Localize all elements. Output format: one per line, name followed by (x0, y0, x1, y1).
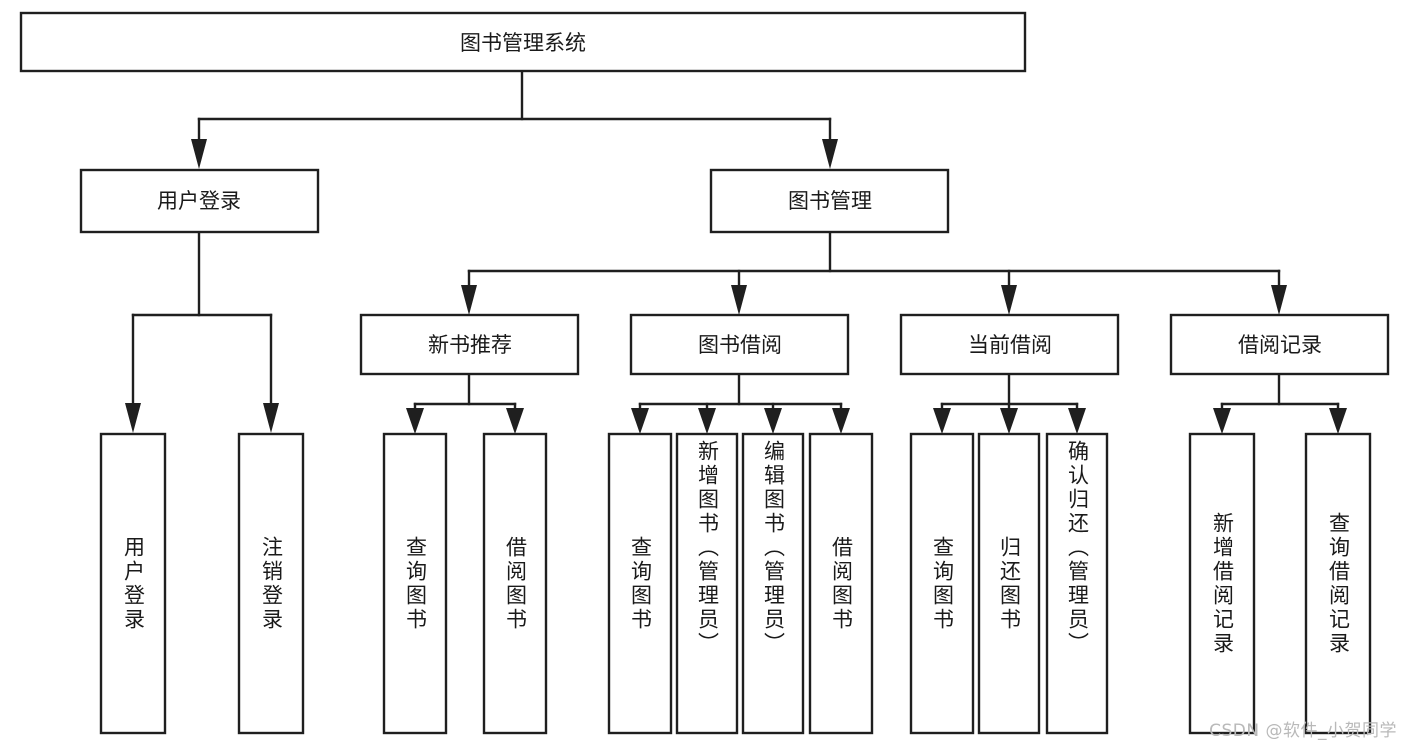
node-leaf-borrow-book-2-box[interactable] (808, 432, 874, 735)
arrow-to-borrow-record (1271, 285, 1287, 315)
node-leaf-query-book-1-box[interactable] (382, 432, 448, 735)
arrow-to-leaf-query-record (1329, 408, 1347, 434)
node-book-borrow-box[interactable] (629, 313, 850, 376)
node-new-book-rec-label: 新书推荐 (428, 333, 512, 357)
arrow-to-leaf-borrow-book-1 (506, 408, 524, 434)
arrow-to-current-borrow (1001, 285, 1017, 315)
node-root-label: 图书管理系统 (460, 31, 586, 55)
connector-group (125, 69, 1347, 434)
node-leaf-query-book-3-box[interactable] (909, 432, 975, 735)
node-current-borrow-box[interactable] (899, 313, 1120, 376)
arrow-to-leaf-query-book-3 (933, 408, 951, 434)
node-leaf-query-book-2-box[interactable] (607, 432, 673, 735)
arrow-to-book-manage (822, 139, 838, 169)
arrow-to-leaf-add-record (1213, 408, 1231, 434)
node-book-manage-box[interactable] (709, 168, 950, 234)
node-leaf-user-login-box[interactable] (99, 432, 167, 735)
node-leaf-edit-book-box[interactable] (741, 432, 805, 735)
node-leaf-add-book-box[interactable] (675, 432, 739, 735)
arrow-to-leaf-edit-book (764, 408, 782, 434)
node-new-book-rec-box[interactable] (359, 313, 580, 376)
node-root-box[interactable] (19, 11, 1027, 73)
node-leaf-confirm-return-box[interactable] (1045, 432, 1109, 735)
node-book-manage[interactable]: 图书管理 (709, 168, 950, 234)
node-current-borrow[interactable]: 当前借阅 (899, 313, 1120, 376)
arrow-to-leaf-borrow-book-2 (832, 408, 850, 434)
arrow-to-book-borrow (731, 285, 747, 315)
node-borrow-record-box[interactable] (1169, 313, 1390, 376)
node-book-borrow[interactable]: 图书借阅 (629, 313, 850, 376)
arrow-to-leaf-query-book-1 (406, 408, 424, 434)
node-leaf-logout-box[interactable] (237, 432, 305, 735)
node-leaf-return-book-box[interactable] (977, 432, 1041, 735)
node-borrow-record-label: 借阅记录 (1238, 333, 1322, 357)
arrow-to-leaf-confirm-return (1068, 408, 1086, 434)
node-user-login[interactable]: 用户登录 (79, 168, 320, 234)
node-book-borrow-label: 图书借阅 (698, 333, 782, 357)
arrow-to-new-book-rec (461, 285, 477, 315)
arrow-to-leaf-add-book (698, 408, 716, 434)
arrow-to-leaf-logout (263, 403, 279, 433)
node-root[interactable]: 图书管理系统 (19, 11, 1027, 73)
node-new-book-rec[interactable]: 新书推荐 (359, 313, 580, 376)
node-current-borrow-label: 当前借阅 (968, 333, 1052, 357)
arrow-to-user-login (191, 139, 207, 169)
node-leaf-add-record-box[interactable] (1188, 432, 1256, 735)
node-borrow-record[interactable]: 借阅记录 (1169, 313, 1390, 376)
arrow-to-leaf-user-login (125, 403, 141, 433)
node-user-login-label: 用户登录 (157, 189, 241, 213)
node-leaf-query-record-box[interactable] (1304, 432, 1372, 735)
arrow-to-leaf-return-book (1000, 408, 1018, 434)
arrow-to-leaf-query-book-2 (631, 408, 649, 434)
csdn-watermark: CSDN @软件_小贺同学 (1209, 721, 1397, 741)
node-user-login-box[interactable] (79, 168, 320, 234)
node-book-manage-label: 图书管理 (788, 189, 872, 213)
node-leaf-borrow-book-1-box[interactable] (482, 432, 548, 735)
